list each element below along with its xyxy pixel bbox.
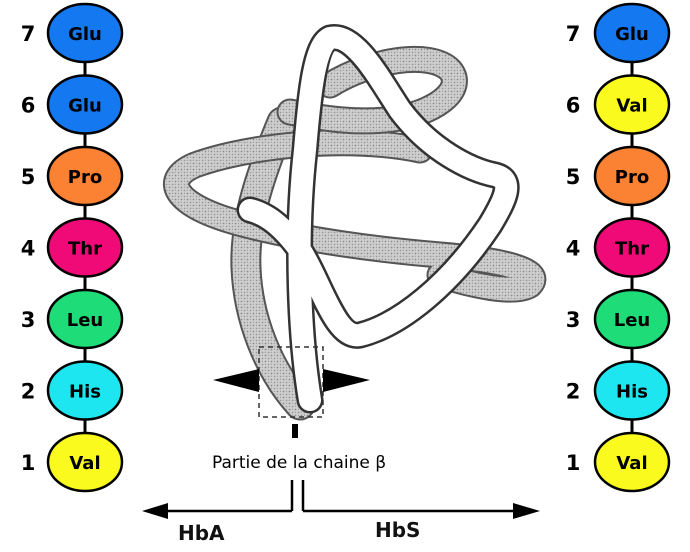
hba-residue-4: Thr 4 xyxy=(21,217,124,278)
hba-arrow-head xyxy=(142,503,168,519)
hba-residue-2: His 2 xyxy=(21,360,124,421)
hba-residue-6: Glu 6 xyxy=(21,74,124,135)
hbs-residue-label: His xyxy=(616,382,648,403)
hbs-position-number: 6 xyxy=(566,94,581,118)
left-arrowhead xyxy=(213,369,259,392)
hbs-residue-label: Val xyxy=(616,96,647,117)
hba-position-number: 6 xyxy=(21,94,36,118)
hbs-residue-circle xyxy=(593,2,671,64)
hbs-residue-circle xyxy=(593,360,671,421)
hba-position-number: 4 xyxy=(21,237,36,261)
hbs-residue-1: Val 1 xyxy=(566,431,671,493)
hbs-arrow-head xyxy=(513,503,540,519)
hbs-residue-label: Leu xyxy=(614,310,651,331)
hbs-residue-4: Thr 4 xyxy=(566,217,671,278)
protein-ribbon xyxy=(163,24,547,421)
hbs-residue-label: Val xyxy=(616,453,647,474)
hbs-residue-3: Leu 3 xyxy=(566,288,671,350)
hba-residue-label: His xyxy=(69,382,101,403)
hba-residue-label: Thr xyxy=(68,239,102,260)
hbs-residue-circle xyxy=(593,145,671,207)
hbs-residue-label: Glu xyxy=(615,24,649,45)
hba-residue-chain: Val 1 His 2 Leu 3 Thr 4 Pro 5 Glu 6 Glu 7 xyxy=(21,2,124,493)
hba-residue-label: Glu xyxy=(68,96,102,117)
hba-position-number: 1 xyxy=(21,451,36,475)
hbs-position-number: 1 xyxy=(566,451,581,475)
ribbon-back-strand xyxy=(232,108,314,419)
ribbon-front-strand xyxy=(239,26,518,411)
hba-residue-label: Glu xyxy=(68,24,102,45)
hba-label: HbA xyxy=(178,521,225,545)
hbs-residue-7: Glu 7 xyxy=(566,2,671,64)
hba-residue-circle xyxy=(46,360,124,421)
hba-residue-7: Glu 7 xyxy=(21,2,124,64)
hbs-residue-circle xyxy=(593,217,671,278)
hbs-residue-label: Thr xyxy=(615,239,649,260)
hba-residue-3: Leu 3 xyxy=(21,288,124,350)
hbs-position-number: 5 xyxy=(566,165,581,189)
hbs-residue-circle xyxy=(593,74,671,135)
hba-residue-circle xyxy=(46,288,124,350)
hbs-position-number: 3 xyxy=(566,308,581,332)
ribbon-top-loop xyxy=(278,47,466,133)
hba-residue-circle xyxy=(46,217,124,278)
hbs-label: HbS xyxy=(375,518,420,542)
hba-residue-label: Pro xyxy=(68,167,102,188)
hbs-position-number: 7 xyxy=(566,22,581,46)
hbs-residue-circle xyxy=(593,288,671,350)
hbs-residue-5: Pro 5 xyxy=(566,145,671,207)
stem-top xyxy=(292,424,298,438)
hba-residue-circle xyxy=(46,74,124,135)
hba-residue-1: Val 1 xyxy=(21,431,124,493)
hbs-residue-2: His 2 xyxy=(566,360,671,421)
hba-position-number: 3 xyxy=(21,308,36,332)
hba-residue-label: Val xyxy=(69,453,100,474)
hba-position-number: 5 xyxy=(21,165,36,189)
hba-residue-circle xyxy=(46,145,124,207)
hbs-residue-6: Val 6 xyxy=(566,74,671,135)
hbs-residue-label: Pro xyxy=(615,167,649,188)
hba-residue-circle xyxy=(46,431,124,493)
hbs-residue-circle xyxy=(593,431,671,493)
hba-position-number: 2 xyxy=(21,380,36,404)
hba-residue-5: Pro 5 xyxy=(21,145,124,207)
hbs-position-number: 4 xyxy=(566,237,581,261)
hba-position-number: 7 xyxy=(21,22,36,46)
hba-residue-circle xyxy=(46,2,124,64)
hb-arrows xyxy=(142,424,540,519)
hba-residue-label: Leu xyxy=(67,310,104,331)
right-arrowhead xyxy=(323,369,370,392)
hbs-position-number: 2 xyxy=(566,380,581,404)
chain-caption: Partie de la chaine β xyxy=(212,453,386,473)
